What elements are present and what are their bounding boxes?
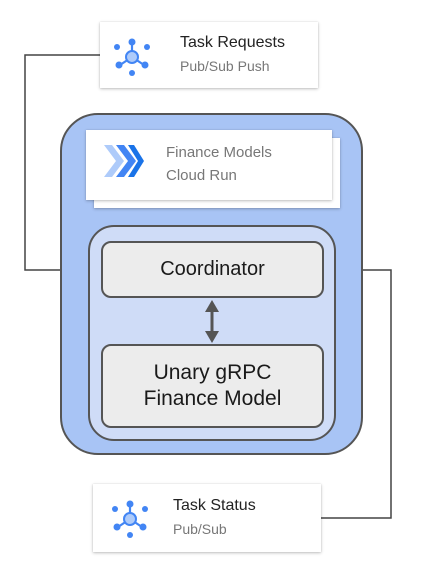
finance-models-card: Finance Models Cloud Run — [86, 130, 332, 200]
pubsub-icon — [112, 500, 148, 538]
task-requests-title: Task Requests — [180, 34, 285, 51]
model-label-line2: Finance Model — [143, 387, 282, 410]
model-label-line1: Unary gRPC — [153, 361, 272, 384]
task-requests-subtitle: Pub/Sub Push — [180, 58, 270, 74]
task-status-title: Task Status — [173, 497, 256, 514]
finance-models-subtitle: Cloud Run — [166, 167, 237, 184]
finance-model-box: Unary gRPC Finance Model — [101, 344, 324, 428]
task-status-subtitle: Pub/Sub — [173, 521, 227, 537]
cloud-run-icon — [104, 145, 144, 177]
coordinator-label: Coordinator — [160, 258, 265, 280]
coordinator-box: Coordinator — [101, 241, 324, 298]
task-requests-card: Task Requests Pub/Sub Push — [100, 22, 318, 88]
task-status-card: Task Status Pub/Sub — [93, 484, 321, 552]
finance-models-title: Finance Models — [166, 144, 272, 161]
pubsub-icon — [114, 38, 150, 76]
